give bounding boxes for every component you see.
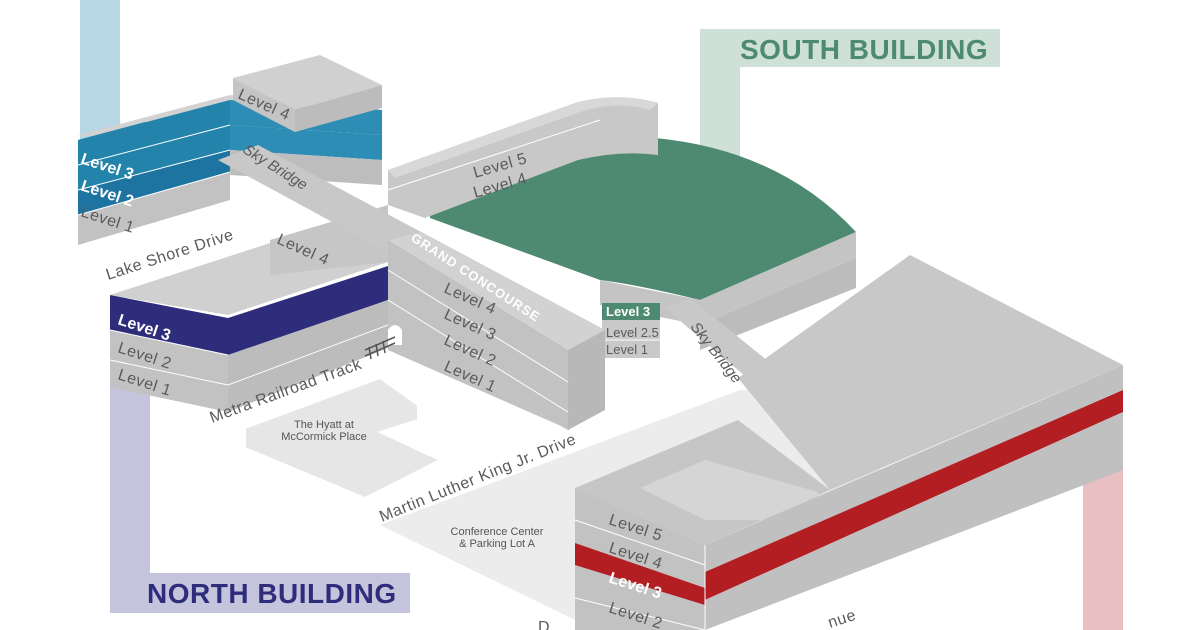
north-tint-bar [110, 370, 150, 610]
north-building-label: NORTH BUILDING [110, 573, 410, 613]
north-building-name: NORTH BUILDING [147, 578, 397, 609]
grand-concourse-building [218, 145, 605, 430]
north-building [109, 205, 389, 412]
south-building [387, 97, 856, 358]
partial-road-label-left: D [538, 619, 550, 630]
west-building [574, 255, 1123, 630]
partial-road-label-right: nue [826, 607, 858, 630]
conference-center-label-line1: Conference Center [451, 526, 544, 538]
west-tint-bar [1083, 460, 1123, 630]
railroad-track-icon [364, 336, 396, 360]
south-level-1: Level 1 [606, 342, 648, 357]
hyatt-pad [244, 376, 443, 500]
south-level-3: Level 3 [606, 304, 650, 319]
south-building-label: SOUTH BUILDING [700, 29, 1000, 67]
lakeside-tint-bar [80, 0, 120, 150]
hyatt-label-line2: McCormick Place [281, 431, 367, 443]
hyatt-label-line1: The Hyatt at [294, 419, 354, 431]
south-building-name: SOUTH BUILDING [740, 34, 988, 65]
south-level-2-5: Level 2.5 [606, 325, 659, 340]
conference-center-label-line2: & Parking Lot A [459, 538, 535, 550]
